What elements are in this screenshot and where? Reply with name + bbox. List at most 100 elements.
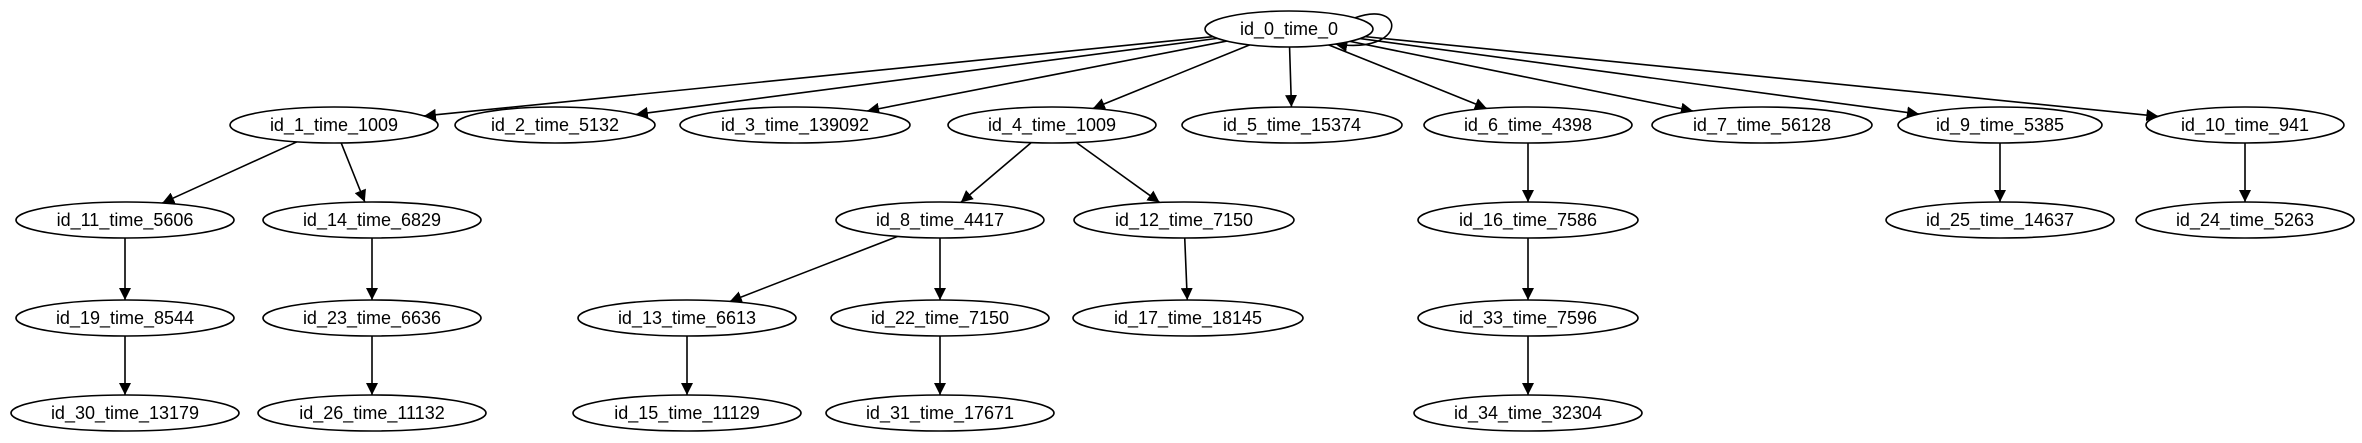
node-n31: id_31_time_17671	[825, 394, 1055, 432]
node-n34: id_34_time_32304	[1413, 394, 1643, 432]
node-ellipse	[1885, 201, 2115, 239]
node-ellipse	[257, 394, 487, 432]
node-n5: id_5_time_15374	[1181, 106, 1403, 144]
node-n2: id_2_time_5132	[454, 106, 656, 144]
edges-layer	[119, 13, 2251, 395]
node-label: id_5_time_15374	[1223, 115, 1361, 136]
node-ellipse	[1417, 201, 1639, 239]
node-label: id_10_time_941	[2181, 115, 2309, 136]
node-n10: id_10_time_941	[2145, 106, 2345, 144]
edge-n8-to-n13	[729, 235, 898, 303]
node-n8: id_8_time_4417	[835, 201, 1045, 239]
node-n25: id_25_time_14637	[1885, 201, 2115, 239]
node-label: id_34_time_32304	[1454, 403, 1602, 424]
node-label: id_22_time_7150	[871, 308, 1009, 329]
edge-n0-to-n9	[1359, 37, 1920, 119]
node-label: id_17_time_18145	[1114, 308, 1262, 329]
node-ellipse	[1413, 394, 1643, 432]
node-n30: id_30_time_13179	[10, 394, 240, 432]
edge-n0-to-n6	[1328, 44, 1488, 110]
node-ellipse	[2145, 106, 2345, 144]
node-n7: id_7_time_56128	[1651, 106, 1873, 144]
node-n3: id_3_time_139092	[679, 106, 911, 144]
node-label: id_26_time_11132	[299, 403, 444, 424]
node-ellipse	[572, 394, 802, 432]
node-label: id_23_time_6636	[303, 308, 441, 329]
node-n22: id_22_time_7150	[830, 299, 1050, 337]
edge-n0-to-n7	[1349, 40, 1694, 115]
node-ellipse	[577, 299, 797, 337]
node-n0: id_0_time_0	[1204, 10, 1374, 48]
node-n1: id_1_time_1009	[229, 106, 439, 144]
node-n14: id_14_time_6829	[262, 201, 482, 239]
node-ellipse	[1073, 201, 1295, 239]
node-label: id_14_time_6829	[303, 210, 441, 231]
node-ellipse	[1072, 299, 1304, 337]
node-ellipse	[679, 106, 911, 144]
node-n6: id_6_time_4398	[1423, 106, 1633, 144]
node-ellipse	[262, 201, 482, 239]
node-ellipse	[947, 106, 1157, 144]
node-label: id_2_time_5132	[491, 115, 619, 136]
node-ellipse	[1417, 299, 1639, 337]
edge-n1-to-n14	[340, 142, 366, 203]
node-n16: id_16_time_7586	[1417, 201, 1639, 239]
edge-n1-to-n11	[161, 141, 298, 204]
node-label: id_4_time_1009	[988, 115, 1116, 136]
node-ellipse	[229, 106, 439, 144]
node-label: id_9_time_5385	[1936, 115, 2064, 136]
node-n33: id_33_time_7596	[1417, 299, 1639, 337]
node-ellipse	[1423, 106, 1633, 144]
node-ellipse	[1204, 10, 1374, 48]
node-ellipse	[2135, 201, 2355, 239]
node-label: id_30_time_13179	[51, 403, 199, 424]
node-n12: id_12_time_7150	[1073, 201, 1295, 239]
node-n23: id_23_time_6636	[262, 299, 482, 337]
node-label: id_13_time_6613	[618, 308, 756, 329]
node-label: id_31_time_17671	[866, 403, 1014, 424]
node-n19: id_19_time_8544	[15, 299, 235, 337]
edge-n0-to-n10	[1364, 35, 2159, 122]
node-label: id_6_time_4398	[1464, 115, 1592, 136]
node-label: id_16_time_7586	[1459, 210, 1597, 231]
node-ellipse	[1651, 106, 1873, 144]
node-label: id_0_time_0	[1240, 19, 1338, 40]
edge-n0-to-n4	[1092, 44, 1251, 110]
node-label: id_24_time_5263	[2176, 210, 2314, 231]
node-ellipse	[1181, 106, 1403, 144]
edge-n0-to-n1	[423, 35, 1214, 121]
edge-n4-to-n12	[1075, 141, 1161, 204]
node-ellipse	[15, 299, 235, 337]
node-n4: id_4_time_1009	[947, 106, 1157, 144]
edge-n0-to-n0	[1335, 13, 1393, 52]
node-label: id_1_time_1009	[270, 115, 398, 136]
node-label: id_33_time_7596	[1459, 308, 1597, 329]
edge-n4-to-n8	[960, 142, 1032, 203]
node-ellipse	[15, 201, 235, 239]
node-n26: id_26_time_11132	[257, 394, 487, 432]
node-label: id_19_time_8544	[56, 308, 194, 329]
node-n17: id_17_time_18145	[1072, 299, 1304, 337]
node-label: id_15_time_11129	[614, 403, 759, 424]
node-ellipse	[825, 394, 1055, 432]
edge-n0-to-n3	[866, 40, 1227, 115]
node-n15: id_15_time_11129	[572, 394, 802, 432]
node-n13: id_13_time_6613	[577, 299, 797, 337]
node-ellipse	[454, 106, 656, 144]
edge-n0-to-n2	[635, 37, 1218, 119]
node-ellipse	[10, 394, 240, 432]
node-n24: id_24_time_5263	[2135, 201, 2355, 239]
edge-n12-to-n17	[1180, 237, 1193, 301]
node-label: id_3_time_139092	[721, 115, 869, 136]
node-label: id_8_time_4417	[876, 210, 1004, 231]
node-label: id_11_time_5606	[57, 210, 194, 231]
node-label: id_7_time_56128	[1693, 115, 1831, 136]
node-ellipse	[830, 299, 1050, 337]
node-label: id_12_time_7150	[1115, 210, 1253, 231]
node-label: id_25_time_14637	[1926, 210, 2074, 231]
node-ellipse	[835, 201, 1045, 239]
node-n9: id_9_time_5385	[1897, 106, 2103, 144]
node-n11: id_11_time_5606	[15, 201, 235, 239]
